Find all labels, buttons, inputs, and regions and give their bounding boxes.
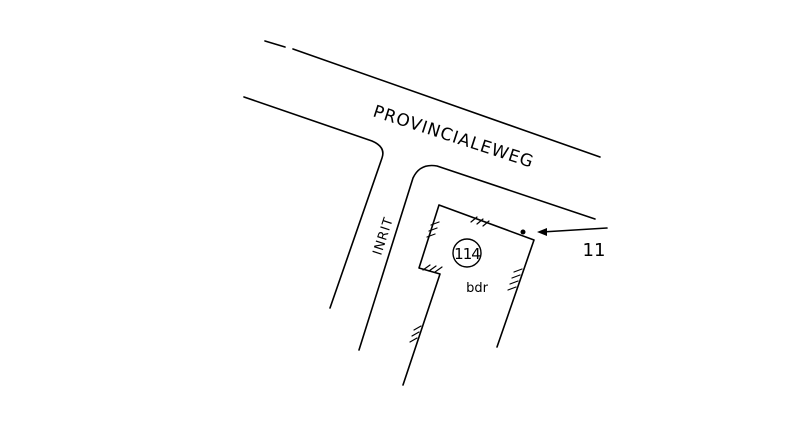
driveway-label: INRIT: [371, 215, 397, 257]
reference-arrow: [541, 227, 608, 233]
parcel-number-circle: [452, 238, 482, 268]
main-road-label: PROVINCIALEWEG: [370, 102, 536, 173]
hatch-marks: [409, 216, 523, 343]
corner-point: [520, 229, 526, 235]
parcel-number: 114: [454, 245, 480, 263]
reference-number: 11: [583, 240, 606, 261]
road-inner-edge: [358, 164, 596, 351]
road-left-edge: [243, 96, 384, 309]
road-top-edge: [264, 40, 601, 158]
parcel-type-label: bdr: [466, 281, 489, 296]
arrowhead-icon: [537, 228, 547, 236]
